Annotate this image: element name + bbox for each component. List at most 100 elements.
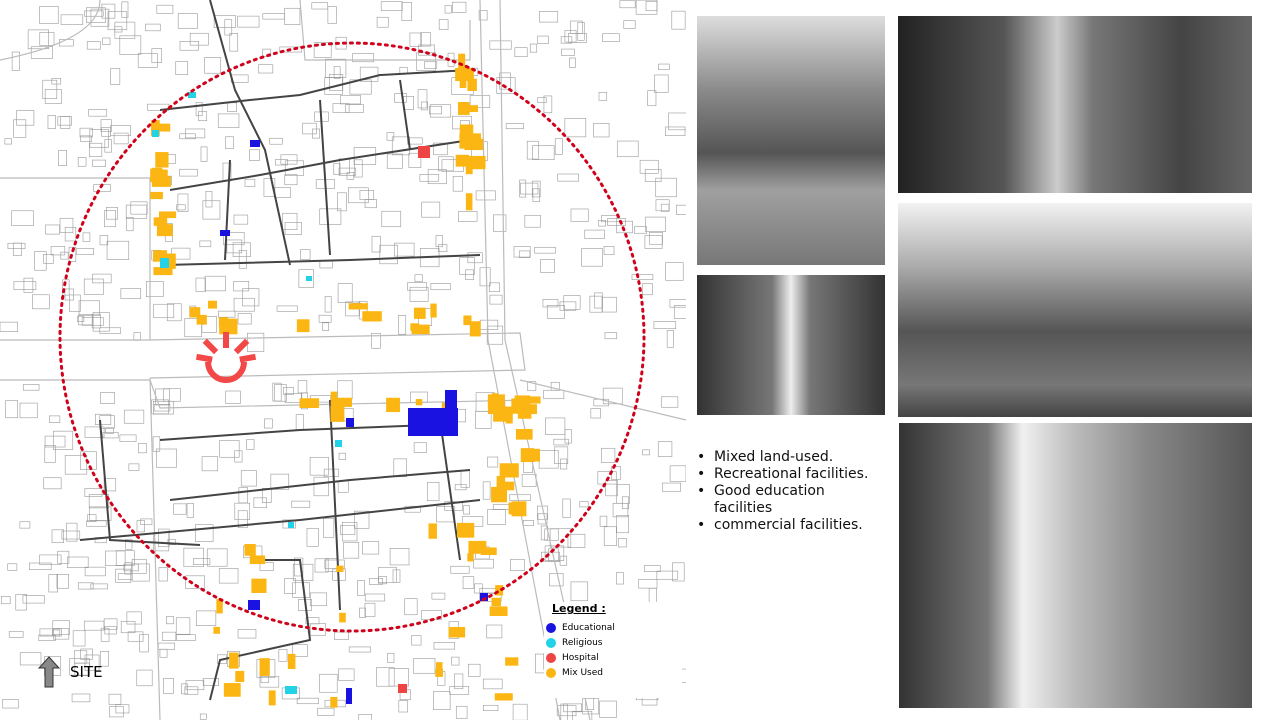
building (638, 579, 658, 589)
mix-used-building (330, 696, 338, 708)
building (571, 710, 593, 724)
building (53, 628, 70, 640)
building (43, 477, 62, 490)
building (645, 216, 666, 232)
building (274, 187, 291, 198)
building (282, 519, 296, 529)
building (42, 79, 58, 99)
building (167, 539, 176, 546)
building (617, 538, 627, 548)
building (371, 235, 381, 253)
building (512, 703, 528, 721)
mix-used-building (491, 597, 501, 607)
building (570, 581, 589, 602)
building (19, 402, 38, 419)
building (16, 110, 35, 126)
building (623, 20, 636, 29)
building (62, 279, 70, 296)
building (206, 548, 228, 567)
building (612, 503, 629, 518)
building (242, 288, 260, 307)
building (392, 569, 401, 583)
building (570, 20, 583, 34)
landmark-symbol (195, 332, 257, 383)
building (314, 558, 329, 573)
building (44, 89, 62, 104)
building (114, 21, 136, 39)
building (158, 528, 170, 548)
building (489, 294, 503, 305)
building (359, 66, 379, 82)
building (599, 700, 617, 718)
building (560, 458, 568, 470)
building (359, 190, 375, 200)
building (5, 400, 18, 419)
building (94, 413, 112, 425)
building (218, 310, 236, 318)
building (2, 699, 19, 709)
bullet-text: Mixed land-used. (714, 449, 834, 465)
building (39, 32, 55, 46)
building (152, 436, 161, 452)
building (381, 210, 402, 228)
building (177, 13, 198, 29)
building (176, 204, 186, 211)
building (80, 451, 97, 470)
findings-list: •Mixed land-used. •Recreational faciliti… (697, 449, 887, 534)
building (78, 300, 100, 316)
mix-used-building (491, 393, 498, 410)
mix-used-building (467, 78, 477, 91)
building (309, 456, 329, 476)
building (100, 119, 112, 132)
building (284, 222, 302, 235)
building (430, 283, 451, 291)
building (598, 220, 606, 227)
building (158, 567, 168, 582)
legend-label: Hospital (562, 653, 599, 663)
building (657, 441, 673, 457)
building (244, 178, 256, 187)
building (532, 188, 540, 202)
building (253, 497, 267, 509)
mix-used-building (448, 626, 466, 638)
bullet-item: •Recreational facilities. (697, 466, 869, 482)
mix-used-building (156, 224, 173, 237)
building (57, 550, 70, 564)
legend-item-hospital: Hospital (546, 653, 682, 663)
building (589, 295, 603, 313)
building (337, 192, 347, 212)
building (411, 635, 422, 646)
building (237, 510, 248, 529)
building (386, 132, 395, 141)
building (137, 53, 158, 68)
building (202, 200, 221, 220)
building (49, 415, 61, 423)
building (7, 242, 26, 249)
building (175, 61, 189, 75)
building (125, 204, 148, 219)
building (343, 542, 360, 559)
educational-dot-icon (546, 623, 556, 633)
building (475, 190, 496, 201)
mix-used-building (296, 319, 310, 333)
building (57, 116, 72, 126)
building (262, 13, 286, 20)
building (424, 61, 438, 69)
building (237, 629, 257, 639)
building (317, 707, 335, 716)
educational-markers (220, 140, 488, 704)
hospital-dot-icon (546, 653, 556, 663)
bullet-item: •Good education facilities (697, 483, 887, 517)
building (185, 575, 205, 589)
building (413, 442, 427, 453)
building (219, 440, 240, 458)
building (401, 2, 412, 21)
building (563, 295, 581, 310)
street-photo-1 (697, 16, 885, 265)
building (264, 418, 273, 429)
building (27, 29, 49, 50)
building (458, 211, 478, 222)
mix-used-building (457, 522, 475, 538)
building (462, 576, 475, 589)
building (459, 257, 475, 275)
